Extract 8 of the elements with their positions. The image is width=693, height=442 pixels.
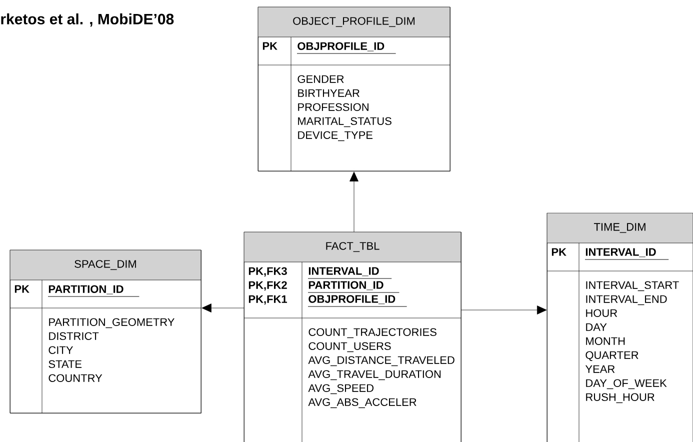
arrow <box>350 172 358 232</box>
table: TIME_DIM PK INTERVAL_ID INTERVAL_START INTERVAL_END HOUR DAY MONTH QUARTER YEAR DAY_OF_WEEK RUSH_HOUR <box>546 212 693 442</box>
arrow <box>461 306 547 314</box>
table: FACT_TBL PK,FK3 PK,FK2 PK,FK1 INTERVAL_ID PARTITION_ID OBJPROFILE_ID COUNT_TRAJECTORIES COUNT_USERS AVG_DISTANCE_TRAVELED AVG_TRAVEL_DURATION AVG_SPEED AVG_ABS_ACCELER <box>244 232 462 442</box>
arrow <box>202 304 244 312</box>
title: rketos et al. , MobiDE’08 <box>1 13 174 27</box>
table: SPACE_DIM PK PARTITION_ID PARTITION_GEOMETRY DISTRICT CITY STATE COUNTRY <box>10 250 202 414</box>
table: OBJECT_PROFILE_DIM PK OBJPROFILE_ID GENDER BIRTHYEAR PROFESSION MARITAL_STATUS DEVICE_TYPE <box>258 6 450 172</box>
